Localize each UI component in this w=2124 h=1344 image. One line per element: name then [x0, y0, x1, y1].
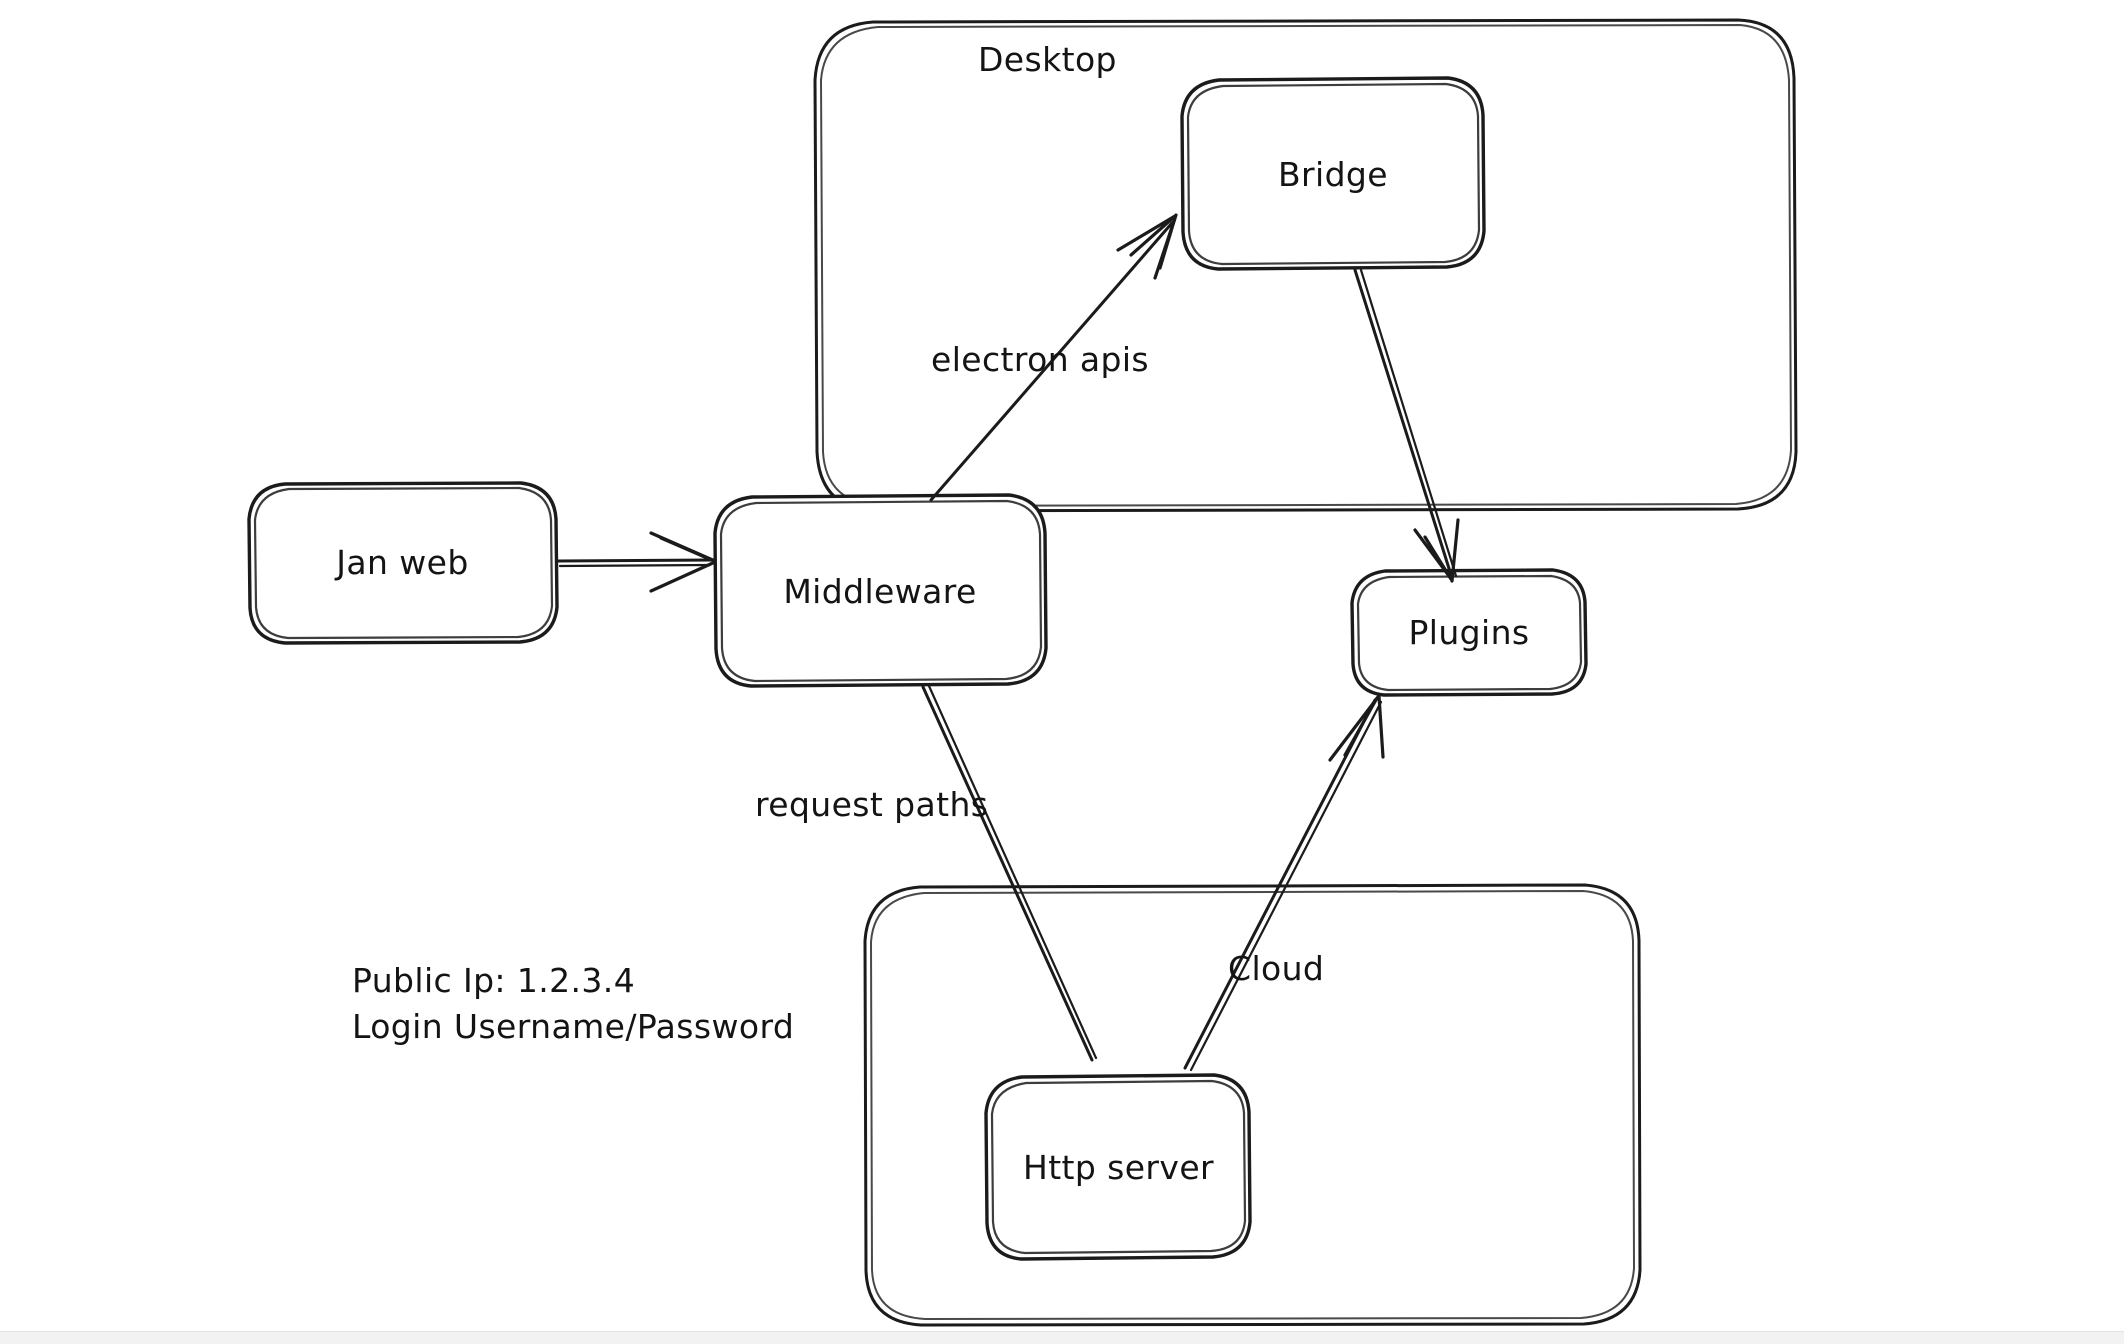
node-jan-web[interactable] [247, 481, 559, 645]
node-http-server[interactable] [984, 1073, 1252, 1261]
node-bridge[interactable] [1180, 76, 1486, 271]
node-label-http-server: Http server [1023, 1148, 1214, 1187]
group-cloud-region[interactable] [863, 883, 1642, 1327]
node-label-jan-web: Jan web [336, 543, 469, 582]
edge-label-cloud: Cloud [1228, 949, 1325, 988]
group-desktop[interactable] [813, 18, 1798, 513]
group-label-desktop: Desktop [978, 40, 1117, 79]
note-public-ip: Public Ip: 1.2.3.4 [352, 961, 636, 1000]
node-label-middleware: Middleware [783, 572, 977, 611]
node-label-plugins: Plugins [1408, 613, 1530, 652]
edge-label-electron-apis: electron apis [931, 340, 1150, 379]
edge-bridge-to-plugins [1353, 268, 1460, 583]
edge-janweb-to-middleware [556, 531, 717, 593]
node-label-bridge: Bridge [1278, 155, 1388, 194]
edge-label-request-paths: request paths [755, 785, 989, 824]
edge-middleware-to-bridge [929, 213, 1178, 502]
node-middleware[interactable] [713, 493, 1048, 688]
note-login-credentials: Login Username/Password [352, 1007, 795, 1046]
edge-middleware-to-http-server [921, 684, 1098, 1062]
page-bottom-edge [0, 1331, 2124, 1344]
edge-http-server-to-plugins [1183, 694, 1385, 1072]
node-plugins[interactable] [1350, 568, 1588, 697]
